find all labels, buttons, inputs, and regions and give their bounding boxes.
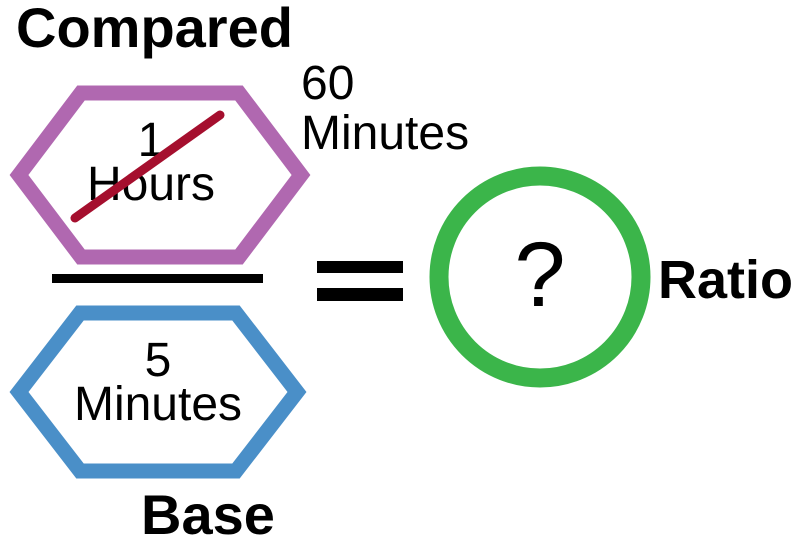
base-value: 5 xyxy=(144,334,172,387)
compared-converted-value: 60 xyxy=(301,57,355,110)
base-hexagon xyxy=(9,305,307,479)
compared-label: Compared xyxy=(16,0,293,59)
compared-converted-unit: Minutes xyxy=(301,107,470,160)
ratio-label: Ratio xyxy=(658,250,793,310)
base-hexagon-outline xyxy=(9,305,307,479)
base-label: Base xyxy=(141,483,275,546)
equals-top-bar xyxy=(317,261,403,273)
ratio-placeholder: ? xyxy=(429,166,651,388)
base-unit: Minutes xyxy=(73,378,243,431)
equals-bottom-bar xyxy=(317,288,403,301)
compared-hexagon xyxy=(9,85,311,265)
ratio-circle-outline xyxy=(429,166,651,388)
compared-converted-group: 60 Minutes xyxy=(301,59,469,159)
equals-sign xyxy=(317,261,403,302)
strikethrough-line xyxy=(70,110,225,223)
base-value-group: 5 Minutes xyxy=(10,334,306,431)
ratio-circle xyxy=(429,166,651,388)
question-mark: ? xyxy=(514,223,566,326)
strikethrough-line-svg xyxy=(70,110,225,223)
compared-hexagon-outline xyxy=(9,85,311,265)
fraction-bar xyxy=(52,274,263,283)
